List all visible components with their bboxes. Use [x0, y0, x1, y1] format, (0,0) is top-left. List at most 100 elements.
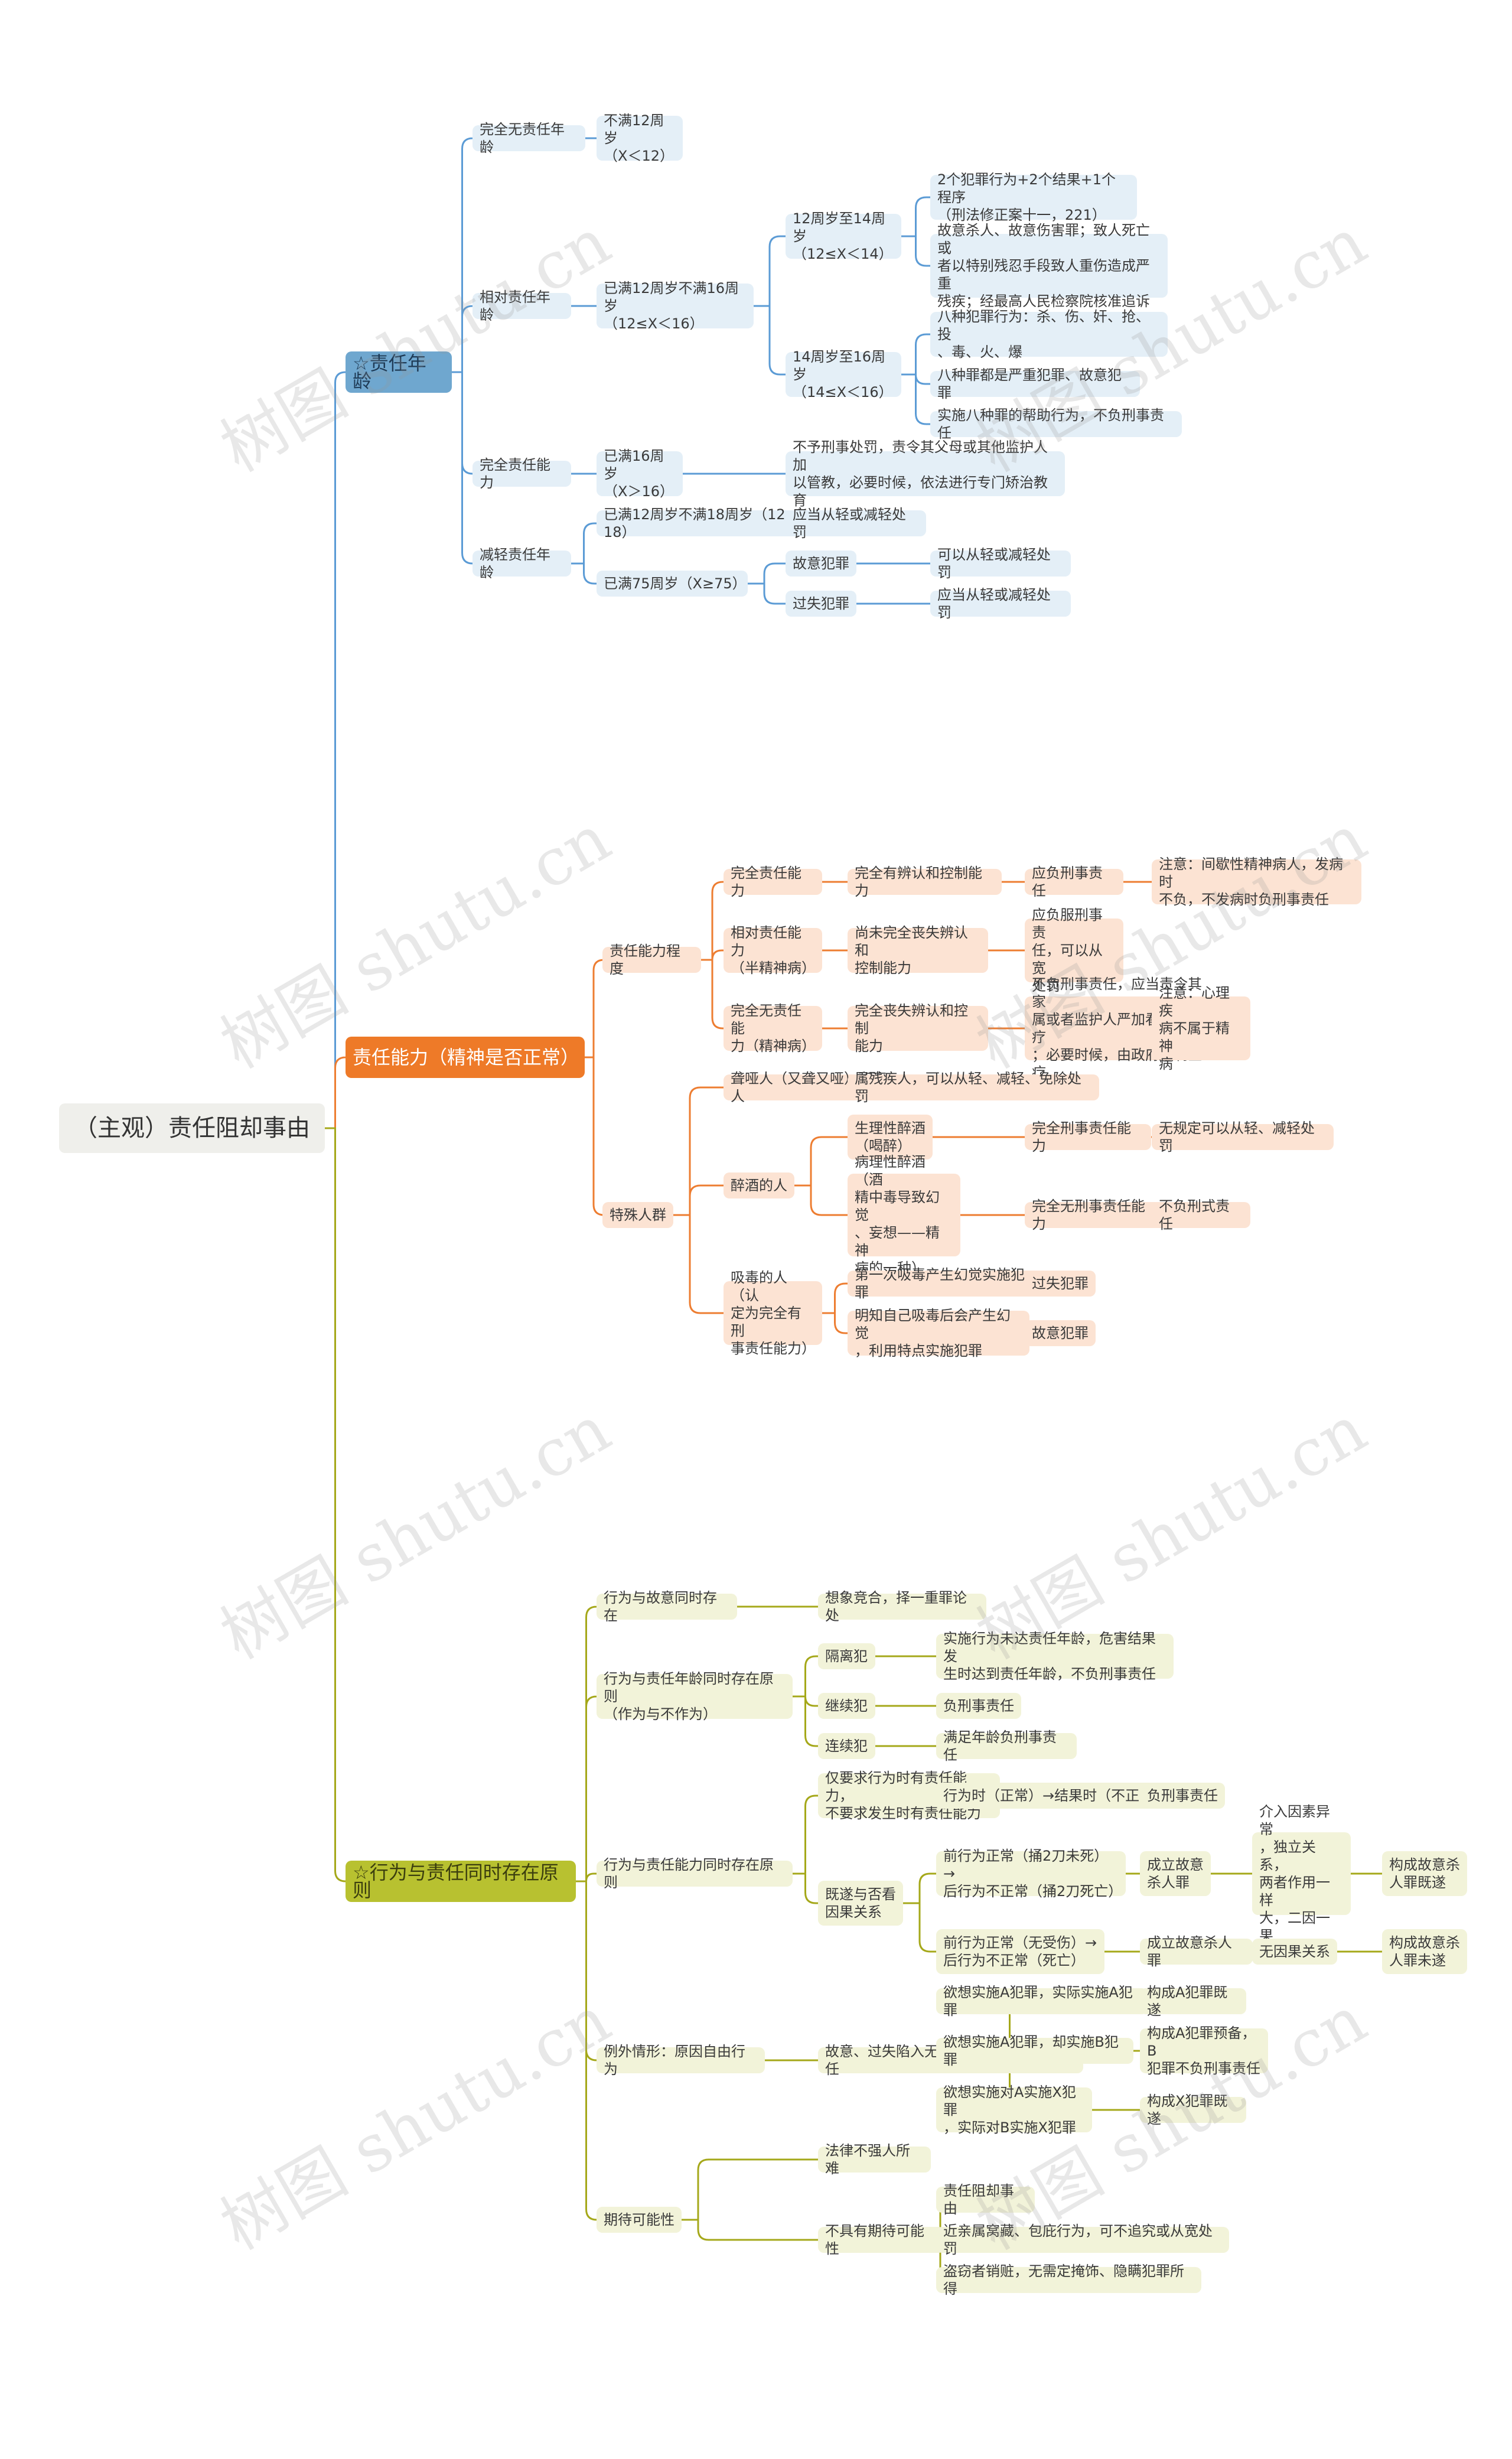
- connector-line: [748, 562, 786, 585]
- map-node[interactable]: 完全有辨认和控制能力: [848, 865, 1002, 899]
- map-node[interactable]: 醉酒的人: [724, 1172, 794, 1198]
- map-node[interactable]: 完全责任能力: [472, 457, 571, 491]
- map-node[interactable]: 继续犯: [818, 1693, 875, 1719]
- connector-line: [576, 1695, 597, 1882]
- map-node[interactable]: 完全无责任能 力（精神病）: [724, 1002, 822, 1054]
- map-node[interactable]: 欲想实施A犯罪，却实施B犯罪: [936, 2034, 1133, 2068]
- map-node[interactable]: 法律不强人所难: [818, 2142, 931, 2177]
- map-node[interactable]: 构成X犯罪既遂: [1140, 2093, 1246, 2127]
- map-node[interactable]: 应负服刑事责 任，可以从宽 处罚: [1025, 907, 1123, 994]
- map-node[interactable]: 行为与故意同时存在: [597, 1590, 737, 1624]
- map-node[interactable]: 应当从轻或减轻处罚: [786, 506, 926, 540]
- map-node[interactable]: 无规定可以从轻、减轻处罚: [1152, 1120, 1334, 1154]
- branch-node[interactable]: 责任能力（精神是否正常）: [346, 1037, 585, 1078]
- connector-line: [452, 137, 473, 373]
- map-node[interactable]: 仅要求行为时有责任能力， 不要求发生时有责任能力: [818, 1770, 1000, 1822]
- map-node[interactable]: 过失犯罪: [786, 591, 856, 617]
- connector-line: [682, 2219, 818, 2241]
- map-node[interactable]: 构成故意杀 人罪既遂: [1382, 1851, 1467, 1896]
- map-node[interactable]: 吸毒的人（认 定为完全有刑 事责任能力）: [724, 1269, 822, 1357]
- map-node[interactable]: 构成A犯罪既遂: [1140, 1984, 1246, 2018]
- map-node[interactable]: 14周岁至16周岁 （14≤X＜16）: [786, 349, 901, 400]
- map-node[interactable]: 成立故意 杀人罪: [1140, 1851, 1211, 1896]
- map-node[interactable]: 既遂与否看 因果关系: [818, 1881, 903, 1926]
- map-node[interactable]: 想象竞合，择一重罪论处: [818, 1590, 986, 1624]
- map-node[interactable]: 减轻责任年龄: [472, 546, 571, 581]
- map-node[interactable]: 已满16周岁 （X＞16）: [597, 448, 683, 500]
- branch-node[interactable]: ☆责任年龄: [346, 351, 452, 393]
- map-node[interactable]: 例外情形：原因自由行为: [597, 2043, 765, 2077]
- map-node[interactable]: 成立故意杀人罪: [1140, 1934, 1253, 1969]
- map-node[interactable]: 相对责任年龄: [472, 289, 571, 323]
- map-node[interactable]: 欲想实施对A实施X犯罪 ，实际对B实施X犯罪: [936, 2084, 1092, 2136]
- map-node[interactable]: 欲想实施A犯罪，实际实施A犯罪: [936, 1984, 1148, 2018]
- connector-line: [325, 1056, 346, 1129]
- map-node[interactable]: 尚未完全丧失辨认和 控制能力: [848, 924, 988, 976]
- map-node[interactable]: 构成A犯罪预备，B 犯罪不负刑事责任: [1140, 2025, 1268, 2077]
- connector-line: [901, 373, 930, 425]
- branch-node[interactable]: ☆行为与责任同时存在原则: [346, 1861, 576, 1902]
- connector-line: [576, 1880, 597, 2221]
- map-node[interactable]: 病理性醉酒（酒 精中毒导致幻觉 、妄想——精神 病的一种）: [848, 1154, 960, 1276]
- connector-line: [673, 1184, 724, 1216]
- map-node[interactable]: 故意犯罪: [786, 551, 856, 577]
- map-node[interactable]: 行为时（正常）→结果时（不正常）: [936, 1783, 1174, 1809]
- map-node[interactable]: 注意：间歇性精神病人，发病时 不负，不发病时负刑事责任: [1152, 856, 1361, 908]
- map-node[interactable]: 过失犯罪: [1025, 1271, 1096, 1297]
- map-node[interactable]: 属残疾人，可以从轻、减轻、免除处罚: [848, 1070, 1099, 1105]
- map-node[interactable]: 行为与责任年龄同时存在原则 （作为与不作为）: [597, 1670, 793, 1722]
- map-node[interactable]: 实施行为未达责任年龄，危害结果发 生时达到责任年龄，不负刑事责任: [936, 1630, 1174, 1682]
- map-node[interactable]: 连续犯: [818, 1733, 875, 1759]
- map-node[interactable]: 明知自己吸毒后会产生幻觉 ，利用特点实施犯罪: [848, 1307, 1029, 1359]
- map-node[interactable]: 故意杀人、故意伤害罪；致人死亡或 者以特别残忍手段致人重伤造成严重 残疾；经最高…: [930, 222, 1168, 310]
- map-node[interactable]: 完全丧失辨认和控制 能力: [848, 1002, 988, 1054]
- map-node[interactable]: 负刑事责任: [936, 1693, 1021, 1719]
- map-node[interactable]: 八种犯罪行为：杀、伤、奸、抢、投 、毒、火、爆: [930, 308, 1168, 360]
- map-node[interactable]: 故意犯罪: [1025, 1320, 1096, 1346]
- map-node[interactable]: 应当从轻或减轻处罚: [930, 587, 1071, 621]
- root-node[interactable]: （主观）责任阻却事由: [59, 1103, 325, 1153]
- map-node[interactable]: 不具有期待可能性: [818, 2223, 944, 2257]
- map-node[interactable]: 前行为正常（无受伤）→ 后行为不正常（死亡）: [936, 1929, 1104, 1974]
- map-node[interactable]: 不负刑式责任: [1152, 1198, 1250, 1232]
- map-node[interactable]: 介入因素异常 ，独立关系， 两者作用一样 大，二因一果: [1252, 1803, 1351, 1944]
- map-node[interactable]: 可以从轻或减轻处罚: [930, 546, 1071, 581]
- map-node[interactable]: 责任能力程度: [602, 943, 701, 977]
- map-node[interactable]: 行为与责任能力同时存在原则: [597, 1857, 793, 1891]
- map-node[interactable]: 应负刑事责任: [1025, 865, 1123, 899]
- map-node[interactable]: 特殊人群: [602, 1202, 673, 1228]
- map-node[interactable]: 第一次吸毒产生幻觉实施犯罪: [848, 1266, 1044, 1301]
- connector-line: [585, 1056, 605, 1216]
- map-node[interactable]: 负刑事责任: [1140, 1783, 1225, 1809]
- map-node[interactable]: 不予刑事处罚，责令其父母或其他监护人加 以管教，必要时候，依法进行专门矫治教育: [786, 439, 1065, 509]
- connector-line: [903, 1902, 936, 1953]
- map-node[interactable]: 期待可能性: [597, 2207, 682, 2233]
- map-node[interactable]: 前行为正常（捅2刀未死）→ 后行为不正常（捅2刀死亡）: [936, 1848, 1126, 1900]
- connector-line: [901, 333, 930, 376]
- connector-line: [585, 959, 605, 1058]
- map-node[interactable]: 2个犯罪行为+2个结果+1个程序 （刑法修正案十一，221）: [930, 171, 1137, 223]
- map-node[interactable]: 完全无责任年龄: [472, 121, 585, 155]
- map-node[interactable]: 盗窃者销赃，无需定掩饰、隐瞒犯罪所得: [936, 2263, 1201, 2297]
- map-node[interactable]: 12周岁至14周岁 （12≤X＜14）: [786, 210, 901, 262]
- map-node[interactable]: 完全责任能力: [724, 865, 822, 899]
- map-node[interactable]: 完全无刑事责任能力: [1025, 1198, 1165, 1232]
- map-node[interactable]: 隔离犯: [818, 1643, 875, 1669]
- map-node[interactable]: 八种罪都是严重犯罪、故意犯罪: [930, 367, 1140, 401]
- map-node[interactable]: 满足年龄负刑事责任: [936, 1729, 1077, 1763]
- map-node[interactable]: 已满75周岁（X≥75）: [597, 571, 748, 597]
- map-node[interactable]: 已满12周岁不满16周岁 （12≤X＜16）: [597, 280, 754, 332]
- map-node[interactable]: 完全刑事责任能力: [1025, 1120, 1151, 1154]
- map-node[interactable]: 不满12周岁 （X＜12）: [597, 112, 683, 164]
- map-node[interactable]: 注意：心理疾 病不属于精神 病: [1152, 985, 1250, 1072]
- connector-line: [673, 1214, 724, 1314]
- map-node[interactable]: 责任阻却事由: [936, 2183, 1035, 2217]
- map-node[interactable]: 生理性醉酒 （喝醉）: [848, 1115, 933, 1160]
- map-node[interactable]: 构成故意杀 人罪未遂: [1382, 1929, 1467, 1974]
- map-node[interactable]: 实施八种罪的帮助行为，不负刑事责任: [930, 407, 1182, 441]
- map-node[interactable]: 无因果关系: [1252, 1939, 1337, 1965]
- map-node[interactable]: 近亲属窝藏、包庇行为，可不追究或从宽处罚: [936, 2223, 1229, 2257]
- map-node[interactable]: 相对责任能力 （半精神病）: [724, 924, 822, 976]
- connector-line: [748, 582, 786, 605]
